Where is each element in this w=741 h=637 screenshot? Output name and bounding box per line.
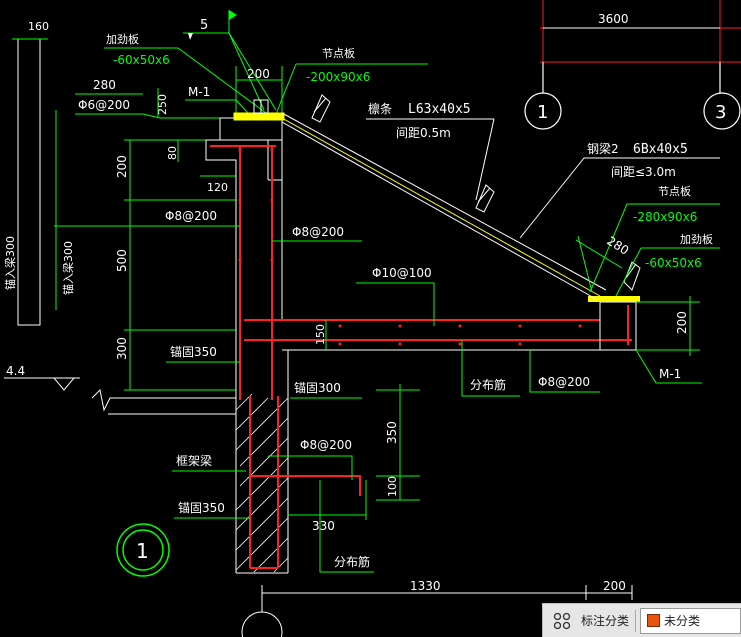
category-color-swatch [647, 614, 661, 627]
node-plate-right [588, 296, 640, 302]
beam2-spacing: 间距≤3.0m [611, 165, 676, 179]
node-plate-top [233, 112, 285, 121]
dim-1330: 1330 [410, 579, 441, 593]
stiffener-top-label: 加劲板 [106, 32, 139, 46]
break-line [91, 388, 236, 415]
dim-350-line [376, 384, 420, 501]
level-triangle-icon [4, 377, 80, 391]
dim-200-right: 200 [675, 311, 689, 334]
dim-3600: 3600 [598, 12, 629, 26]
category-value: 未分类 [664, 614, 701, 628]
level-4-4: 4.4 [6, 364, 25, 378]
dim-200-left: 200 [115, 155, 129, 178]
frame-beam-rebar [249, 396, 361, 569]
weld-triangle [188, 33, 193, 40]
stiffener-top-spec: -60x50x6 [113, 53, 170, 67]
dim-500: 500 [115, 249, 129, 272]
m1-right-label: M-1 [659, 367, 681, 381]
axis-grid [540, 0, 741, 88]
dim-200-top: 200 [247, 67, 270, 81]
anchor-300: 锚固300 [294, 380, 341, 395]
vertical-label-1: 锚入梁300 [3, 236, 17, 290]
distribution-bar-bottom: 分布筋 [334, 554, 370, 569]
rebar-phi8-lower: Φ8@200 [300, 438, 352, 452]
dim-100: 100 [386, 476, 399, 497]
annotate-category-button[interactable]: 标注分类 [581, 614, 630, 628]
node-plate-right-label: 节点板 [658, 184, 691, 198]
frame-beam-hatch [235, 393, 289, 573]
purlin-spec: L63x40x5 [408, 102, 471, 117]
dim-200-bottom: 200 [603, 579, 626, 593]
bottom-axis-circle [241, 600, 283, 637]
dim-350: 350 [385, 421, 399, 444]
rebar-phi10: Φ10@100 [372, 266, 432, 280]
rebar-phi8-left: Φ8@200 [165, 209, 217, 223]
axis-label-3: 3 [715, 102, 726, 123]
rebar-phi6-leader-2 [142, 113, 236, 119]
beam2-spec: 6Bx40x5 [633, 142, 688, 157]
axis-label-1-top: 1 [537, 102, 548, 123]
weld-flag-icon [229, 10, 237, 20]
axis-label-1-bottom: 1 [136, 539, 149, 563]
purlin-symbols [311, 94, 641, 291]
rebar-phi6: Φ6@200 [78, 98, 130, 112]
vertical-label-2: 锚入梁300 [61, 241, 75, 295]
inclined-beam [281, 112, 607, 300]
beam2-label: 钢梁2 [587, 141, 619, 156]
purlin-label: 檩条 [368, 101, 392, 116]
axis-bubble-1-bottom [116, 523, 170, 577]
frame-beam-label: 框架梁 [176, 453, 212, 468]
grid-icon[interactable] [549, 608, 575, 634]
node-plate-top-label: 节点板 [322, 46, 355, 60]
dim-330: 330 [312, 519, 335, 533]
distribution-bar-mid: 分布筋 [470, 377, 506, 392]
purlin-top-symbol [253, 99, 269, 114]
wall-rebar-dots [238, 148, 582, 346]
dim-80: 80 [166, 146, 179, 160]
axis-bubble-1-top [524, 62, 562, 130]
purlin-spacing: 间距0.5m [396, 126, 451, 140]
node-plate-top-spec: -200x90x6 [306, 70, 370, 84]
dim-200-top-line [235, 66, 283, 114]
dim-120: 120 [207, 181, 228, 194]
wall-outline [205, 117, 636, 574]
separator [635, 609, 637, 632]
dim-160: 160 [28, 20, 49, 33]
dim-280-top: 280 [93, 78, 116, 92]
wall-rebar [210, 145, 632, 400]
inclined-beam-centerline [281, 117, 601, 297]
bottom-dimension-chain [261, 585, 633, 600]
category-dropdown[interactable]: 未分类 [640, 607, 741, 634]
left-beam-outline [17, 38, 41, 326]
dim-150: 150 [314, 324, 327, 345]
dim-200-right-line [636, 296, 700, 356]
dim-280-right-line [575, 235, 623, 293]
stiffener-right-spec: -60x50x6 [645, 256, 702, 270]
anchor-350-bottom: 锚固350 [178, 500, 225, 515]
annotation-category-bar: 标注分类 未分类 [542, 603, 741, 637]
left-dimension-chain [124, 139, 236, 391]
anchor-350-top: 锚固350 [170, 344, 217, 359]
dim-300: 300 [115, 337, 129, 360]
slab-end-box [599, 301, 637, 351]
m1-top-label: M-1 [188, 85, 210, 99]
axis-bubble-3 [703, 62, 741, 130]
weld-symbol-5: 5 [200, 18, 208, 33]
rebar-phi8-bottom-right: Φ8@200 [538, 375, 590, 389]
dim-330-line [288, 480, 367, 520]
rebar-phi8-mid: Φ8@200 [292, 225, 344, 239]
stiffener-right-label: 加劲板 [680, 232, 713, 246]
dim-250: 250 [156, 94, 169, 115]
node-plate-right-spec: -280x90x6 [633, 210, 697, 224]
dim-280-right: 280 [604, 234, 631, 258]
